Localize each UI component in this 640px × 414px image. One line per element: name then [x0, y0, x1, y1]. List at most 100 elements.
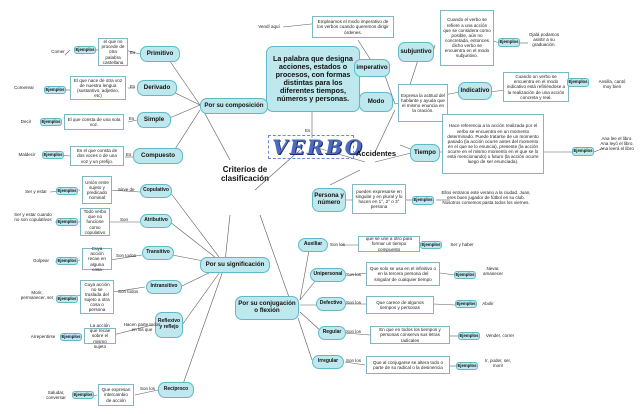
irregular-example: Ir, poder, ser, morir	[484, 358, 511, 369]
tiempo-node: Tiempo	[410, 144, 440, 162]
primitivo-example: Comer	[51, 49, 65, 54]
simple-es: Es	[129, 116, 135, 121]
accidentes-label: Accidentes	[355, 149, 397, 158]
imperativo-node: imperativo	[354, 59, 390, 77]
simple-node: Simple	[137, 112, 171, 128]
irregular-ejemplos: Ejemplos	[456, 362, 478, 370]
auxiliar-desc: que se une a otro para formar un tiempo …	[358, 236, 420, 252]
regular-desc: En que en todos los tiempos y personas c…	[370, 326, 450, 344]
compuesto-node: Compuesto	[133, 148, 183, 164]
simple-ejemplos: Ejemplos	[40, 118, 62, 126]
intransitivo-example: Morir, permanecer, ser	[20, 290, 54, 301]
copulativo-example: Ser y estar	[25, 189, 47, 194]
defectivo-es: Son los	[346, 300, 362, 305]
defectivo-example: Abolir	[482, 301, 494, 306]
subjuntivo-desc: Cuando el verbo se refiere a una acción …	[440, 10, 494, 66]
auxiliar-example: Ser y haber	[450, 242, 474, 247]
simple-desc: El que consta de una sola voz.	[64, 114, 124, 130]
unipersonal-es: Son los	[346, 272, 362, 277]
persona-desc: pueden expresarse en singular y en plura…	[352, 184, 406, 214]
indicativo-node: Indicativo	[458, 82, 492, 100]
intransitivo-ejemplos: Ejemplos	[56, 295, 78, 303]
persona-example: Ellos entraron este verano a la ciudad. …	[441, 190, 531, 206]
derivado-example: Comerear	[13, 85, 34, 90]
atributivo-desc: Todo verbo que no funcione como copulati…	[80, 208, 110, 236]
atributivo-es: Son	[120, 217, 129, 222]
primitivo-desc: el que no procede de otra palabra castel…	[98, 38, 128, 66]
modo-node: Modo	[359, 92, 393, 112]
tiempo-desc: Hace referencia a la acción realizada po…	[442, 114, 544, 174]
regular-example: Vender, correr	[485, 333, 515, 338]
derivado-desc: El que nace de otra voz de nuestra lengu…	[70, 76, 126, 100]
primitivo-es: Es	[130, 50, 136, 55]
atributivo-example: Ser y estar cuando no son copulativos	[14, 212, 52, 223]
copulativo-node: Copulativo	[140, 184, 172, 198]
transitivo-desc: Cuya acción recae en alguna cosa	[82, 246, 112, 272]
intransitivo-node: Intransitivo	[146, 280, 182, 294]
derivado-node: Derivado	[137, 80, 177, 96]
unipersonal-example: Nevar, amanecer	[482, 266, 503, 277]
atributivo-node: Atributivo	[140, 214, 172, 228]
defectivo-ejemplos: Ejemplos	[455, 300, 477, 308]
simple-example: Decir	[20, 119, 32, 124]
tiempo-ejemplos: Ejemplos	[572, 147, 594, 156]
reflexivo-example: Arrepentirse	[30, 334, 56, 339]
intransitivo-desc: Cuya acción no se traslada del sujeto a …	[80, 280, 114, 314]
definition-box: La palabra que designa acciones, estados…	[266, 46, 360, 112]
regular-es: Son los	[346, 329, 362, 334]
reciproco-node: Recíproco	[158, 382, 194, 398]
reciproco-example: Saludar, conversar	[46, 390, 66, 401]
compuesto-ejemplos: Ejemplos	[42, 151, 64, 159]
significacion-node: Por su significación	[200, 257, 270, 273]
irregular-es: Son los	[346, 358, 362, 363]
page-title: VERBO	[272, 135, 365, 159]
title-frame	[268, 135, 354, 159]
subjuntivo-node: subjuntivo	[398, 42, 434, 62]
reflexivo-desc: La acción que recae sobre el mismo sujet…	[84, 323, 116, 349]
compuesto-desc: Es el que consta de dos voces o de una v…	[70, 146, 124, 166]
unipersonal-desc: Que solo se usa en el infinitivo o en la…	[366, 262, 440, 286]
derivado-es: Es	[130, 84, 136, 89]
persona-ejemplos: Ejemplos	[412, 196, 434, 205]
compuesto-example: Maldecir	[18, 152, 36, 157]
regular-ejemplos: Ejemplos	[458, 332, 480, 340]
imperativo-desc: Empleamos el modo imperativo de los verb…	[312, 16, 394, 38]
compuesto-es: Es	[126, 152, 132, 157]
persona-node: Persona y número	[312, 188, 346, 212]
unipersonal-ejemplos: Ejemplos	[454, 271, 476, 279]
auxiliar-node: Auxiliar	[298, 238, 328, 252]
indicativo-ejemplos: Ejemplos	[567, 78, 589, 87]
copulativo-ejemplos: Ejemplos	[56, 187, 78, 195]
reflexivo-es: Hacen parte todos en los que	[123, 322, 161, 333]
copulativo-es: Sirve de	[118, 187, 135, 192]
modo-desc: Expresa la actitud del hablante y ayuda …	[398, 84, 448, 122]
transitivo-node: Transitivo	[142, 246, 174, 260]
intransitivo-es: Son todos	[118, 289, 139, 294]
transitivo-es: Son todos	[116, 253, 137, 258]
atributivo-ejemplos: Ejemplos	[56, 218, 78, 226]
derivado-ejemplos: Ejemplos	[44, 86, 66, 94]
subjuntivo-ejemplos: Ejemplos	[498, 38, 520, 47]
transitivo-ejemplos: Ejemplos	[56, 257, 78, 265]
reciproco-desc: Que expresan intercambio de acción	[98, 384, 134, 406]
auxiliar-es: Son los	[330, 242, 346, 247]
center-es-label: Es	[305, 128, 311, 133]
reciproco-ejemplos: Ejemplos	[72, 391, 94, 399]
reflexivo-node: Reflexivo y reflejo	[155, 312, 183, 338]
auxiliar-ejemplos: Ejemplos	[420, 241, 442, 249]
imperativo-example: Vendí aquí	[258, 24, 280, 29]
irregular-desc: Que al conjugarse se altera todo o parte…	[366, 356, 450, 374]
defectivo-node: Defectivo	[316, 297, 346, 311]
reciproco-es: Son los	[140, 386, 156, 391]
primitivo-ejemplos: Ejemplos	[74, 46, 96, 54]
copulativo-desc: Unión entre sujeto y predicado nominal	[82, 176, 112, 204]
defectivo-desc: Que carece de algunos tiempos y personas	[366, 296, 434, 314]
indicativo-example: Ansilla, cantó muy bien	[598, 79, 626, 90]
composicion-node: Por su composición	[200, 98, 268, 114]
irregular-node: Irregular	[312, 355, 344, 369]
criterios-label: Criterios de clasificación	[220, 165, 270, 184]
transitivo-example: Golpear	[32, 258, 49, 263]
reflexivo-ejemplos: Ejemplos	[60, 333, 82, 341]
subjuntivo-example: Ojalá podamos asistir a su graduación.	[528, 32, 560, 48]
unipersonal-node: Unipersonal	[310, 268, 346, 282]
